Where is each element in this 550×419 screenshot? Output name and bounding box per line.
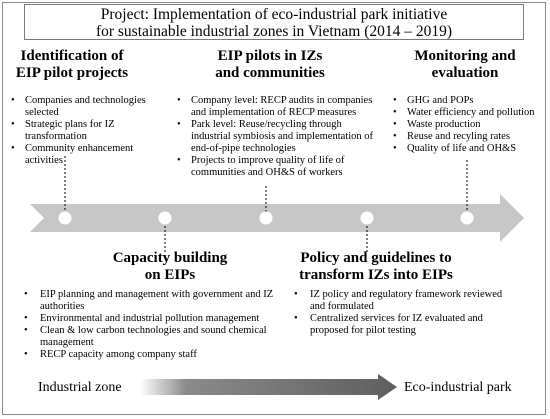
milestone-monitoring [460, 211, 474, 225]
heading-pilots-line2: and communities [215, 65, 325, 81]
list-item: Quality of life and OH&S [392, 143, 542, 155]
title-box: Project: Implementation of eco-industria… [24, 4, 524, 40]
list-item: GHG and POPs [392, 95, 542, 107]
list-item: Water efficiency and pollution [392, 107, 542, 119]
list-item: Company level: RECP audits in companies … [176, 95, 376, 119]
heading-policy: Policy and guidelines to transform IZs i… [286, 250, 466, 284]
label-industrial-zone: Industrial zone [38, 380, 122, 395]
timeline-arrow [30, 194, 524, 242]
capacity-bullets: EIP planning and management with governm… [20, 289, 282, 361]
list-item: Centralized services for IZ evaluated an… [290, 313, 508, 337]
list-item: RECP capacity among company staff [20, 349, 282, 361]
milestone-policy [360, 211, 374, 225]
list-item: Park level: Reuse/recycling through indu… [176, 119, 376, 155]
heading-identification-line2: EIP pilot projects [15, 65, 129, 81]
milestone-identification [58, 211, 72, 225]
heading-policy-line2: transform IZs into EIPs [299, 267, 453, 283]
milestone-capacity [158, 211, 172, 225]
heading-identification: Identification of EIP pilot projects [12, 48, 132, 82]
transition-arrow [140, 374, 397, 400]
list-item: Environmental and industrial pollution m… [20, 313, 282, 325]
list-item: EIP planning and management with governm… [20, 289, 282, 313]
monitoring-bullets: GHG and POPs Water efficiency and pollut… [392, 95, 542, 155]
label-eco-industrial-park: Eco-industrial park [404, 380, 512, 395]
list-item: Reuse and recyling rates [392, 131, 542, 143]
heading-capacity: Capacity building on EIPs [100, 250, 240, 284]
heading-monitoring-line1: Monitoring and [414, 48, 516, 64]
list-item: Companies and technologies selected [10, 95, 170, 119]
list-item: Projects to improve quality of life of c… [176, 155, 376, 179]
policy-bullets: IZ policy and regulatory framework revie… [290, 289, 508, 337]
list-item: IZ policy and regulatory framework revie… [290, 289, 508, 313]
list-item: Community enhancement activities [10, 143, 170, 167]
heading-capacity-line2: on EIPs [144, 267, 196, 283]
pilots-bullets: Company level: RECP audits in companies … [176, 95, 376, 179]
title-line-2: for sustainable industrial zones in Viet… [95, 23, 453, 40]
heading-pilots-line1: EIP pilots in IZs [217, 48, 323, 64]
diagram-frame [2, 2, 546, 415]
heading-monitoring-line2: evaluation [431, 65, 499, 81]
heading-identification-line1: Identification of [20, 48, 124, 64]
title-line-1: Project: Implementation of eco-industria… [100, 6, 448, 23]
heading-policy-line1: Policy and guidelines to [300, 250, 452, 266]
milestone-pilots [259, 211, 273, 225]
list-item: Waste production [392, 119, 542, 131]
heading-capacity-line1: Capacity building [112, 250, 228, 266]
heading-monitoring: Monitoring and evaluation [405, 48, 525, 82]
identification-bullets: Companies and technologies selected Stra… [10, 95, 170, 167]
list-item: Clean & low carbon technologies and soun… [20, 325, 282, 349]
heading-pilots: EIP pilots in IZs and communities [200, 48, 340, 82]
list-item: Strategic plans for IZ transformation [10, 119, 170, 143]
